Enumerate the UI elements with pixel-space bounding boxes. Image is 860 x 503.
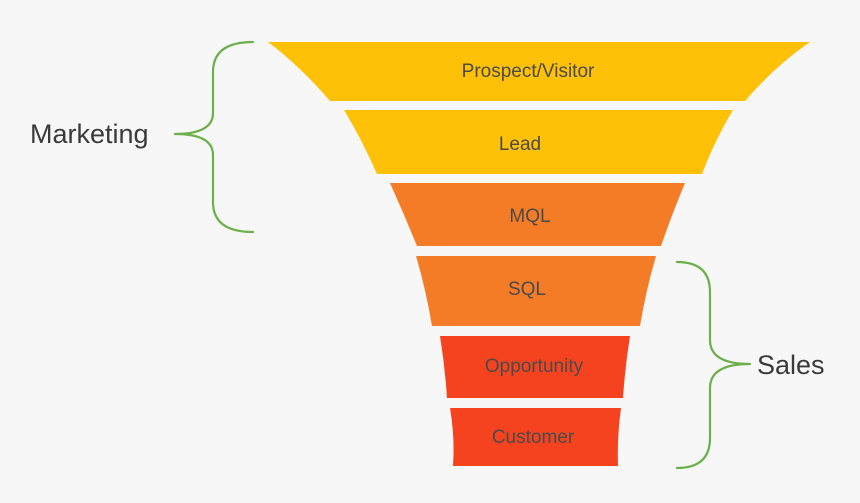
funnel-stage-label: SQL	[508, 279, 546, 300]
sales-label: Sales	[757, 350, 825, 380]
funnel-stage-shape	[390, 183, 685, 246]
funnel-stage-label: Opportunity	[485, 356, 584, 377]
sales-group: Sales	[675, 260, 825, 470]
funnel-stage-lead: Lead	[344, 110, 733, 174]
funnel-stage-label: Prospect/Visitor	[462, 61, 595, 82]
funnel-stage-shape	[440, 336, 630, 398]
funnel-stage-label: MQL	[509, 206, 550, 227]
marketing-group: Marketing	[30, 40, 255, 234]
sales-brace	[675, 260, 752, 470]
funnel-stage-customer: Customer	[450, 408, 621, 466]
funnel-stage-shape	[344, 110, 733, 174]
funnel-stage-shape	[450, 408, 621, 466]
funnel-stage-sql: SQL	[416, 256, 656, 326]
funnel-stage-label: Lead	[499, 134, 541, 155]
funnel-stage-shape	[268, 42, 810, 101]
funnel-stage-shape	[416, 256, 656, 326]
marketing-brace	[173, 40, 255, 234]
funnel-stage-mql: MQL	[390, 183, 685, 246]
funnel-stage-label: Customer	[492, 427, 575, 448]
marketing-label: Marketing	[30, 119, 149, 149]
funnel-stage-opportunity: Opportunity	[440, 336, 630, 398]
funnel-stage-prospect-visitor: Prospect/Visitor	[268, 42, 810, 101]
